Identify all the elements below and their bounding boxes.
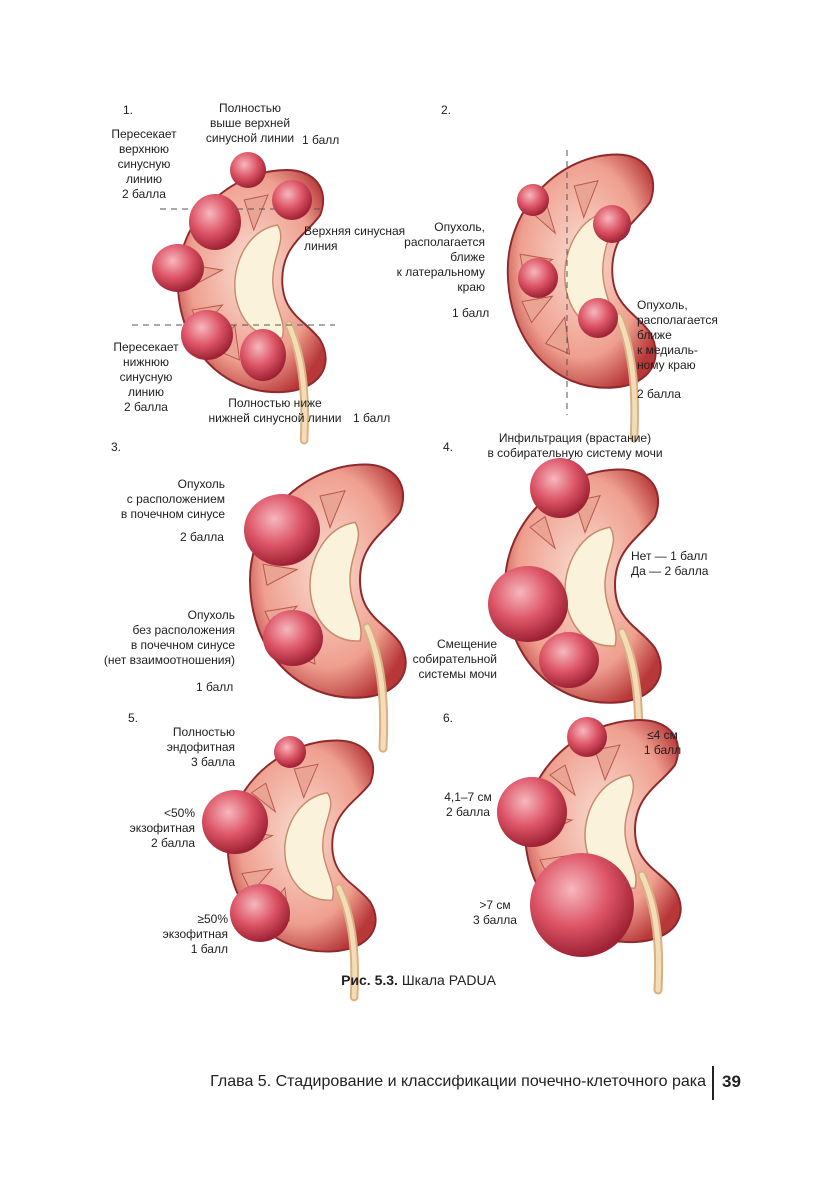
- tumor: [152, 244, 204, 292]
- panel-number: 1.: [123, 103, 134, 117]
- figure-caption: Рис. 5.3. Шкала PADUA: [0, 972, 837, 988]
- label-lateral: Опухоль, располагается ближе к латеральн…: [396, 220, 485, 294]
- kidney-panel-5: [202, 736, 376, 997]
- tumor: [530, 458, 590, 518]
- label-gt7cm: >7 см 3 балла: [473, 898, 517, 927]
- score-label: 2 балла: [637, 387, 681, 401]
- label-in-sinus: Опухоль с расположением в почечном синус…: [120, 477, 225, 521]
- label-displacement: Смещение собирательной системы мочи: [412, 637, 497, 681]
- label-le4cm: ≤4 см 1 балл: [643, 728, 682, 757]
- kidney-panel-2: [508, 150, 656, 438]
- tumor: [530, 853, 634, 957]
- kidney-panel-3: [244, 465, 406, 749]
- tumor: [517, 184, 549, 216]
- tumor: [497, 777, 567, 847]
- panel-number: 3.: [111, 440, 122, 454]
- label-not-in-sinus: Опухоль без расположения в почечном сину…: [103, 608, 235, 667]
- tumor: [244, 494, 320, 566]
- kidney-panel-4: [488, 458, 661, 753]
- tumor: [202, 790, 268, 854]
- label-crosses-lower: Пересекает нижнюю синусную линию 2 балла: [113, 340, 179, 414]
- score-label: Нет — 1 балл Да — 2 балла: [631, 549, 709, 578]
- panel-number: 5.: [128, 711, 139, 725]
- score-label: 1 балл: [353, 411, 391, 425]
- panel-number: 4.: [443, 440, 454, 454]
- score-label: 1 балл: [196, 680, 234, 694]
- score-label: 1 балл: [302, 133, 340, 147]
- tumor: [578, 298, 618, 338]
- tumor: [274, 736, 306, 768]
- label-below-lower: Полностью ниже нижней синусной линии: [208, 396, 342, 425]
- tumor: [593, 205, 631, 243]
- label-above-upper: Полностью выше верхней синусной линии: [205, 101, 295, 145]
- footer-divider: [712, 1066, 714, 1100]
- tumor: [272, 180, 312, 220]
- tumor: [488, 566, 568, 642]
- caption-prefix: Рис. 5.3.: [341, 972, 398, 988]
- score-label: 2 балла: [180, 530, 224, 544]
- tumor: [567, 717, 607, 757]
- label-infiltration: Инфильтрация (врастание) в собирательную…: [487, 431, 663, 460]
- chapter-footer: Глава 5. Стадирование и классификации по…: [210, 1073, 706, 1090]
- panel-number: 2.: [441, 103, 452, 117]
- score-label: 1 балл: [452, 306, 490, 320]
- panel-number: 6.: [443, 711, 454, 725]
- label-upper-sinus-line: Верхняя синусная линия: [304, 224, 406, 253]
- kidney-panel-6: [497, 717, 681, 990]
- label-ge50: ≥50% экзофитная 1 балл: [162, 912, 228, 956]
- tumor: [230, 152, 266, 188]
- page-number: 39: [722, 1072, 741, 1091]
- label-endophytic: Полностью эндофитная 3 балла: [166, 725, 235, 769]
- tumor: [263, 610, 323, 666]
- tumor: [240, 329, 286, 381]
- tumor: [539, 632, 599, 688]
- tumor: [230, 884, 290, 942]
- label-4-7cm: 4,1–7 см 2 балла: [444, 790, 492, 819]
- tumor: [518, 258, 558, 298]
- label-lt50: <50% экзофитная 2 балла: [129, 806, 195, 850]
- label-medial: Опухоль, располагается ближе к медиаль- …: [637, 298, 718, 372]
- tumor: [189, 194, 241, 250]
- kidney-panel-1: [132, 152, 335, 440]
- label-crosses-upper: Пересекает верхнюю синусную линию 2 балл…: [111, 127, 177, 201]
- caption-text: Шкала PADUA: [397, 972, 496, 988]
- tumor: [181, 310, 233, 360]
